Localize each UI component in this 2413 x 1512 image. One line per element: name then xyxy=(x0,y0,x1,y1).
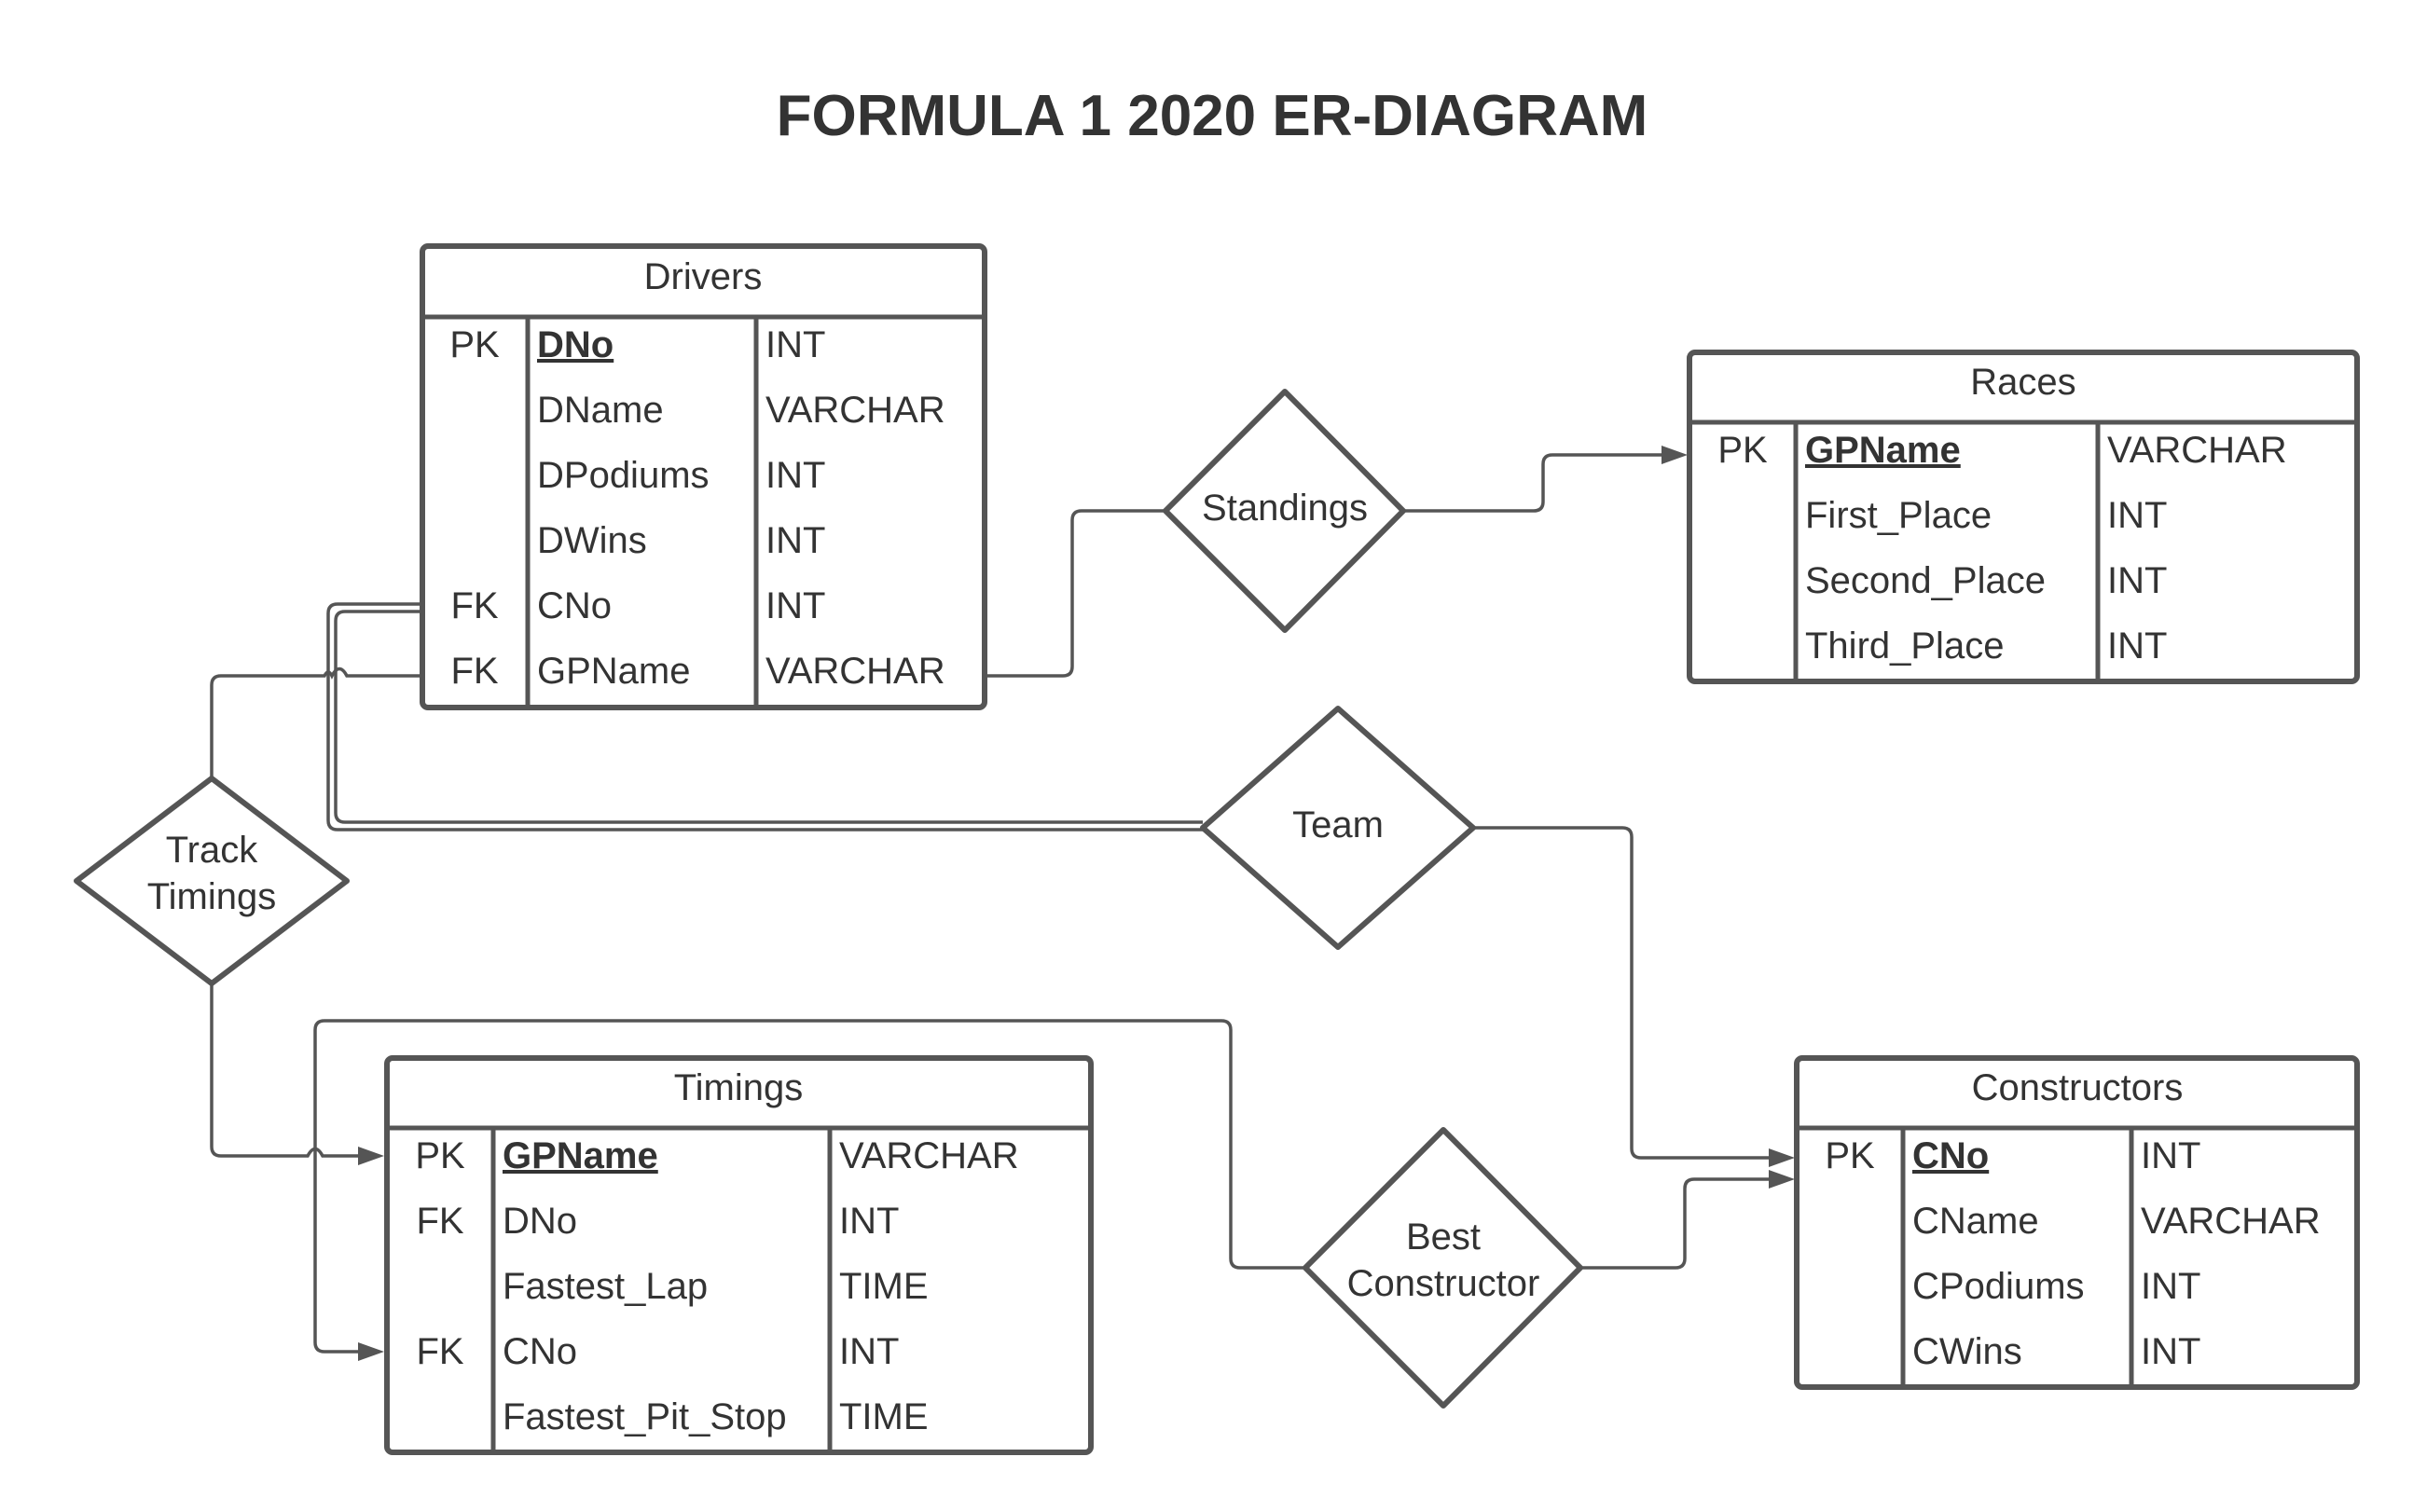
attribute-name: Third_Place xyxy=(1805,625,2004,667)
connector-team-constructors xyxy=(1473,826,1772,1160)
attribute-name: Second_Place xyxy=(1805,560,2046,601)
connector-drivers-tracktimings xyxy=(210,667,422,778)
attribute-type: INT xyxy=(765,520,825,561)
attribute-type: TIME xyxy=(839,1266,929,1307)
attribute-type: INT xyxy=(2141,1266,2200,1307)
key-cell: PK xyxy=(1717,430,1768,471)
relationship-label: Best xyxy=(1406,1216,1481,1258)
entity-constructors: Constructors PK CNo INT CName VARCHAR CP… xyxy=(1794,1055,2360,1390)
attribute-name: DNo xyxy=(503,1201,577,1242)
entity-title-timings: Timings xyxy=(674,1067,804,1108)
attribute-name: CName xyxy=(1912,1201,2039,1242)
attribute-type: VARCHAR xyxy=(2107,430,2287,471)
relationship-label: Standings xyxy=(1202,488,1368,529)
attribute-name: CWins xyxy=(1912,1331,2022,1372)
arrow-into-races xyxy=(1662,446,1688,464)
key-cell: FK xyxy=(416,1331,463,1372)
attribute-name-pk: CNo xyxy=(1912,1135,1989,1176)
relationship-label: Track xyxy=(166,830,259,871)
entity-races: Races PK GPName VARCHAR First_Place INT … xyxy=(1687,350,2360,684)
arrow-into-constructors-top xyxy=(1769,1148,1795,1167)
entity-title-races: Races xyxy=(1970,362,2075,403)
attribute-type: INT xyxy=(839,1331,899,1372)
attribute-name: CPodiums xyxy=(1912,1266,2085,1307)
connector-tracktimings-timings xyxy=(210,983,359,1158)
attribute-name-pk: GPName xyxy=(503,1135,658,1176)
attribute-type: VARCHAR xyxy=(765,390,945,431)
attribute-name: GPName xyxy=(537,651,691,692)
attribute-type: INT xyxy=(2107,495,2167,536)
attribute-name: Fastest_Lap xyxy=(503,1266,708,1307)
attribute-type: TIME xyxy=(839,1396,929,1437)
arrow-into-timings-bottom xyxy=(358,1342,384,1361)
connector-standings-races xyxy=(1403,453,1664,513)
attribute-name-pk: GPName xyxy=(1805,430,1961,471)
key-cell: PK xyxy=(449,324,500,365)
relationship-track-timings: Track Timings xyxy=(74,776,350,986)
attribute-name: CNo xyxy=(537,585,612,626)
relationship-team: Team xyxy=(1200,706,1476,950)
attribute-name: DWins xyxy=(537,520,647,561)
entity-title-drivers: Drivers xyxy=(644,256,763,297)
arrow-into-timings-top xyxy=(358,1147,384,1165)
entity-timings: Timings PK GPName VARCHAR FK DNo INT Fas… xyxy=(384,1055,1094,1455)
relationship-best-constructor: Best Constructor xyxy=(1303,1127,1583,1409)
connector-bestconstructor-constructors xyxy=(1580,1177,1772,1270)
key-cell: FK xyxy=(416,1201,463,1242)
attribute-name: Fastest_Pit_Stop xyxy=(503,1396,787,1437)
relationship-label: Constructor xyxy=(1347,1263,1540,1304)
attribute-name: First_Place xyxy=(1805,495,1992,536)
attribute-type: INT xyxy=(839,1201,899,1242)
diagram-title: FORMULA 1 2020 ER-DIAGRAM xyxy=(777,84,1648,148)
attribute-type: VARCHAR xyxy=(765,651,945,692)
attribute-name: DPodiums xyxy=(537,455,710,496)
attribute-type: INT xyxy=(2107,560,2167,601)
key-cell: FK xyxy=(450,651,498,692)
attribute-type: VARCHAR xyxy=(839,1135,1019,1176)
connector-drivers-team-inner xyxy=(334,610,1203,824)
relationship-label: Team xyxy=(1292,804,1384,845)
entity-drivers: Drivers PK DNo INT DName VARCHAR DPodium… xyxy=(420,243,987,710)
arrow-into-constructors-bottom xyxy=(1769,1170,1795,1189)
key-cell: PK xyxy=(1825,1135,1875,1176)
attribute-name: CNo xyxy=(503,1331,577,1372)
connector-drivers-team-outer xyxy=(326,602,1203,832)
attribute-name: DName xyxy=(537,390,664,431)
entity-title-constructors: Constructors xyxy=(1972,1067,2184,1108)
attribute-type: INT xyxy=(2141,1331,2200,1372)
attribute-type: INT xyxy=(765,455,825,496)
relationship-label: Timings xyxy=(147,876,277,917)
relationship-standings: Standings xyxy=(1163,389,1406,633)
key-cell: PK xyxy=(415,1135,465,1176)
attribute-type: INT xyxy=(765,585,825,626)
connector-drivers-standings xyxy=(984,509,1165,678)
key-cell: FK xyxy=(450,585,498,626)
attribute-name-pk: DNo xyxy=(537,324,614,365)
connectors xyxy=(210,446,1795,1361)
attribute-type: INT xyxy=(2107,625,2167,667)
attribute-type: INT xyxy=(765,324,825,365)
attribute-type: INT xyxy=(2141,1135,2200,1176)
connector-bestconstructor-timings xyxy=(313,1019,1305,1354)
attribute-type: VARCHAR xyxy=(2141,1201,2321,1242)
